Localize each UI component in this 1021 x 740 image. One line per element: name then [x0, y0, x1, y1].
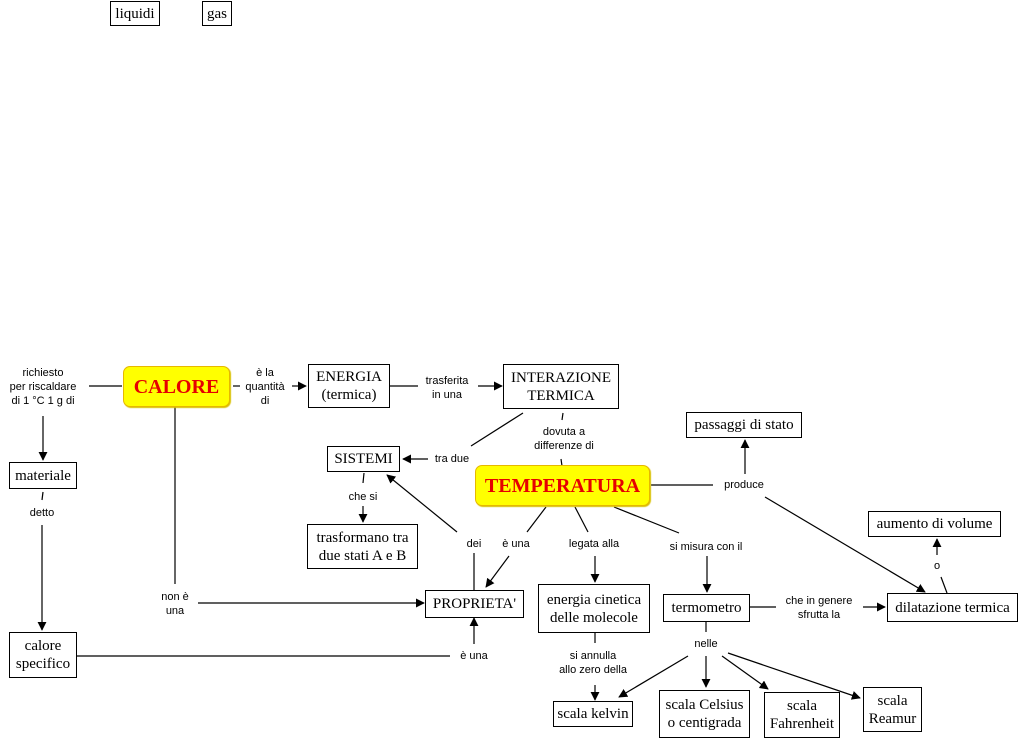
link-label-si-annulla[interactable]: si annulla allo zero della	[559, 649, 627, 677]
link-produce-dilatazione	[764, 496, 926, 593]
concept-proprieta[interactable]: PROPRIETA'	[425, 590, 524, 618]
concept-aumento-di-volume[interactable]: aumento di volume	[868, 511, 1001, 537]
link-euna-proprieta	[485, 555, 510, 588]
link-label-o[interactable]: o	[933, 559, 941, 573]
concept-temperatura[interactable]: TEMPERATURA	[475, 465, 650, 506]
link-label-nelle[interactable]: nelle	[694, 637, 718, 651]
link-temperatura-simisura	[613, 506, 680, 534]
link-label-che-in-genere[interactable]: che in genere sfrutta la	[785, 594, 853, 622]
link-dovuta-temperatura	[560, 458, 563, 467]
link-dei-sistemi	[386, 474, 458, 533]
concept-scala-kelvin[interactable]: scala kelvin	[553, 701, 633, 727]
concept-termometro[interactable]: termometro	[663, 594, 750, 622]
concept-scala-fahrenheit[interactable]: scala Fahrenheit	[764, 692, 840, 738]
link-label-dovuta[interactable]: dovuta a differenze di	[534, 425, 594, 453]
link-temperatura-euna	[526, 506, 547, 533]
link-label-non-e-una[interactable]: non è una	[161, 590, 189, 618]
concept-interazione-termica[interactable]: INTERAZIONE TERMICA	[503, 364, 619, 409]
concept-energia[interactable]: ENERGIA (termica)	[308, 364, 390, 408]
link-label-e-una[interactable]: è una	[502, 537, 530, 551]
link-label-tra-due[interactable]: tra due	[434, 452, 470, 466]
concept-materiale[interactable]: materiale	[9, 462, 77, 489]
concept-scala-celsius[interactable]: scala Celsius o centigrada	[659, 690, 750, 738]
link-sistemi-chesi	[362, 472, 365, 484]
link-label-si-misura[interactable]: si misura con il	[669, 540, 743, 554]
concept-trasformano[interactable]: trasformano tra due stati A e B	[307, 524, 418, 569]
link-label-richiesto[interactable]: richiesto per riscaldare di 1 °C 1 g di	[9, 366, 77, 408]
concept-gas[interactable]: gas	[202, 1, 232, 26]
concept-liquidi[interactable]: liquidi	[110, 1, 160, 26]
concept-calore-specifico[interactable]: calore specifico	[9, 632, 77, 678]
link-interazione-tradue	[470, 412, 524, 447]
link-materiale-detto	[41, 491, 44, 501]
link-label-e-la-quantita[interactable]: è la quantità di	[245, 366, 285, 408]
concept-energia-cinetica[interactable]: energia cinetica delle molecole	[538, 584, 650, 633]
link-label-e-una-2[interactable]: è una	[460, 649, 488, 663]
link-nelle-fahrenheit	[721, 655, 769, 690]
link-nelle-reamur	[727, 652, 861, 700]
link-temperatura-legata	[574, 506, 589, 533]
link-label-trasferita[interactable]: trasferita in una	[425, 374, 469, 402]
concept-sistemi[interactable]: SISTEMI	[327, 446, 400, 472]
concept-passaggi-di-stato[interactable]: passaggi di stato	[686, 412, 802, 438]
link-interazione-dovuta	[561, 412, 564, 421]
link-label-dei[interactable]: dei	[466, 537, 482, 551]
link-dilatazione-o	[940, 576, 948, 594]
link-label-detto[interactable]: detto	[29, 506, 55, 520]
link-label-che-si[interactable]: che si	[348, 490, 378, 504]
link-label-produce[interactable]: produce	[724, 478, 764, 492]
link-nelle-kelvin	[618, 655, 689, 698]
concept-calore[interactable]: CALORE	[123, 366, 230, 407]
link-label-legata[interactable]: legata alla	[568, 537, 620, 551]
concept-scala-reamur[interactable]: scala Reamur	[863, 687, 922, 732]
concept-dilatazione-termica[interactable]: dilatazione termica	[887, 593, 1018, 622]
